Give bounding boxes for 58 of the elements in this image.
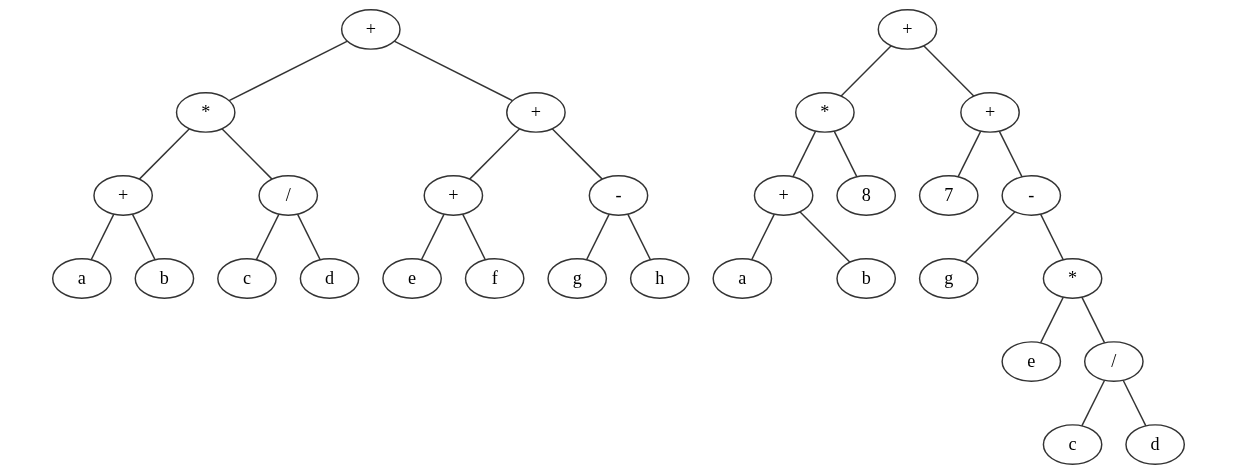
tree-edge [255,213,280,261]
tree-edge [1039,213,1064,261]
tree-node: + [505,92,566,133]
tree-edge [922,45,974,97]
tree-node: e [381,258,442,299]
tree-edge [550,128,603,180]
tree-node: d [1124,424,1185,465]
tree-node: + [423,175,483,216]
tree-edge [956,130,981,178]
tree-node: b [134,258,194,299]
tree-node: / [257,175,318,216]
tree-edge [227,40,348,102]
tree-node: 7 [918,175,979,216]
tree-node: b [835,258,896,299]
tree-edge [131,213,156,261]
tree-node: + [92,175,153,216]
tree-node: + [959,92,1020,133]
tree-node: g [546,258,607,299]
tree-node: + [340,9,401,50]
tree-node: g [918,258,979,299]
tree-edge [1080,379,1105,427]
tree-node: + [753,175,813,216]
tree-node: * [1042,258,1102,299]
tree-edge [468,128,520,180]
tree-node: / [1083,341,1144,382]
tree-node: - [588,175,648,216]
tree-edge [839,45,892,97]
tree-edge [963,211,1016,263]
tree-edge [798,211,851,263]
tree-edge [1039,296,1064,344]
tree-edge [1121,379,1147,427]
tree-node: * [794,92,855,133]
tree-edge [220,128,273,180]
tree-edge [626,213,651,261]
tree-node: c [1042,424,1102,465]
tree-edge [750,213,775,261]
tree-edge [138,128,190,180]
tree-edge [420,213,445,261]
tree-node: f [464,258,525,299]
tree-edge [461,213,486,261]
tree-node: d [299,258,359,299]
tree-edge [393,40,513,102]
tree-node: + [877,9,937,50]
tree-node: e [1000,341,1061,382]
tree-node: h [629,258,690,299]
tree-node: a [711,258,772,299]
tree-edge [1080,296,1105,344]
tree-edge [89,213,115,261]
tree-edge [791,130,816,178]
tree-edge [585,213,610,261]
tree-edge [832,130,858,178]
tree-node: 8 [835,175,896,216]
tree-node: - [1000,175,1061,216]
tree-node: * [175,92,236,133]
tree-edge [296,213,321,261]
tree-node: c [216,258,277,299]
tree-node: a [51,258,112,299]
tree-edge [998,130,1023,178]
